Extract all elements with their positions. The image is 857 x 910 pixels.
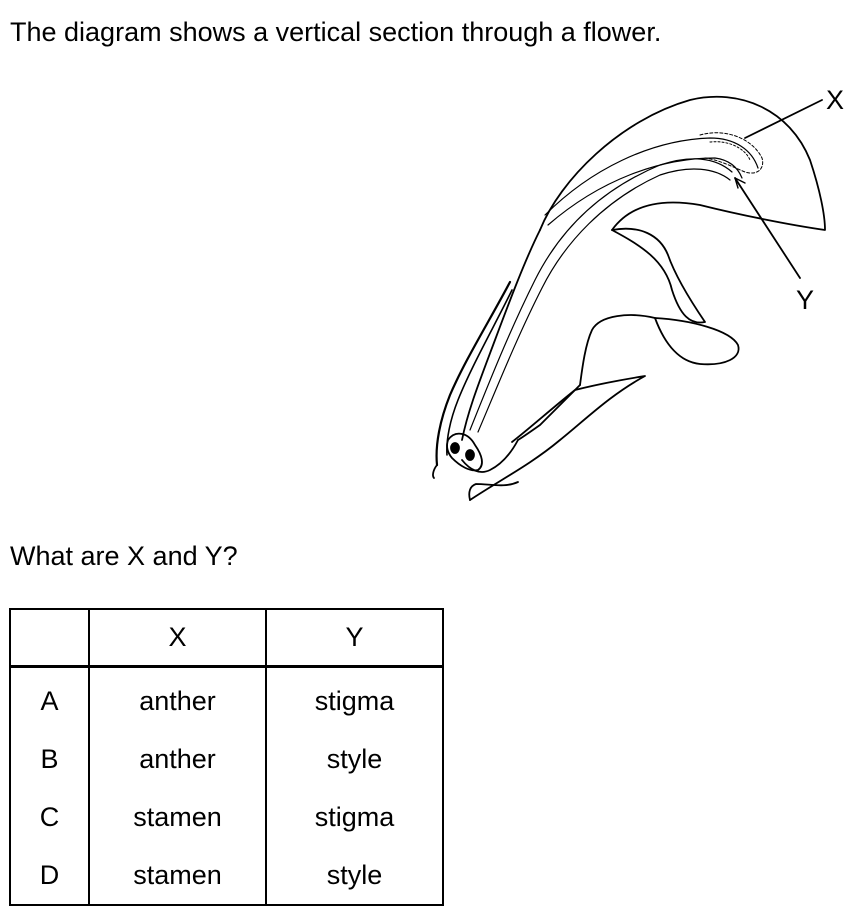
ovary-outline [446,432,483,472]
header-x: X [88,608,267,668]
receptacle-curve [461,439,519,473]
option-row-a[interactable]: A anther stigma [9,666,444,730]
sepal-strip-inner [446,289,513,456]
option-row-b[interactable]: B anther style [9,730,444,788]
option-key: D [9,846,90,906]
ovule-1 [450,442,460,454]
hood-inner-curve [611,227,706,324]
tube-left-outline [461,229,541,441]
option-row-c[interactable]: C stamen stigma [9,788,444,846]
option-x: anther [88,666,267,730]
lower-bract [469,375,646,501]
filament-mid [547,157,743,226]
anther-inner [709,141,751,161]
flower-section-diagram: X Y [432,85,844,501]
table-header-row: X Y [9,608,444,668]
header-key [9,608,90,668]
answer-table: X Y A anther stigma B anther style C sta… [9,608,444,906]
option-y: stigma [265,666,444,730]
label-x: X [826,85,844,115]
ovule-2 [465,449,475,461]
option-key: B [9,730,90,788]
label-y-line [734,177,801,279]
lower-petal-fold [579,314,656,386]
filament-outer [544,137,759,216]
question-text: What are X and Y? [10,541,238,571]
header-y: Y [265,608,444,668]
option-row-d[interactable]: D stamen style [9,846,444,906]
label-x-line [744,99,823,139]
sepal-tip [432,464,438,479]
label-y: Y [796,285,814,315]
option-key: C [9,788,90,846]
option-key: A [9,666,90,730]
option-x: anther [88,730,267,788]
option-x: stamen [88,788,267,846]
upper-petal-outline [539,95,826,231]
option-x: stamen [88,846,267,906]
lower-petal-lobe [654,317,740,366]
lower-bract-base [468,481,519,501]
label-y-arrowhead [734,177,746,189]
option-y: stigma [265,788,444,846]
sepal-strip-outer [435,280,512,467]
anther-outline [699,132,764,174]
option-y: style [265,846,444,906]
style-line [477,168,731,433]
intro-text: The diagram shows a vertical section thr… [10,17,662,47]
option-y: style [265,730,444,788]
filament-inner [469,158,733,431]
